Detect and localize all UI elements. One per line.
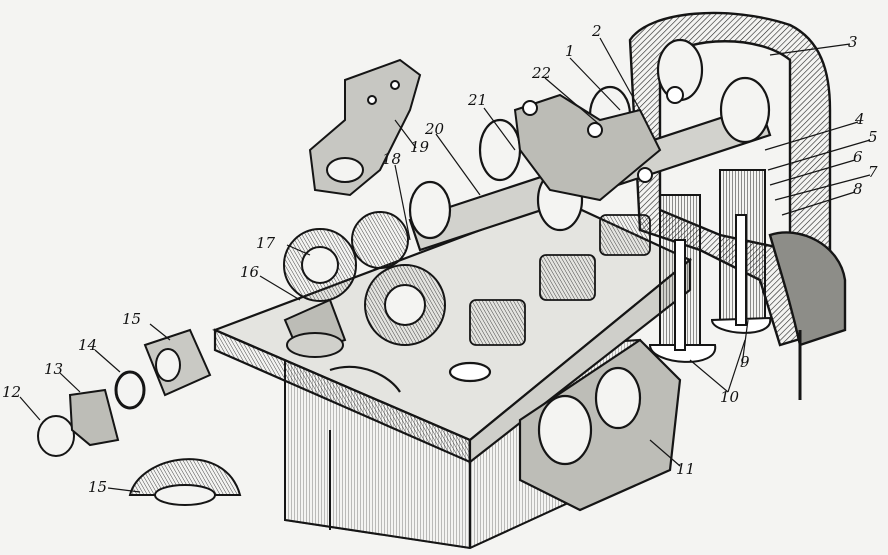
- label-4: 4: [855, 110, 865, 128]
- label-7: 7: [868, 163, 878, 181]
- exploded-parts: [37, 328, 212, 457]
- bearing-cap-part: [308, 58, 422, 197]
- label-20: 20: [425, 120, 445, 138]
- bevel-gear: [128, 458, 242, 506]
- label-5: 5: [868, 128, 878, 146]
- label-22: 22: [532, 64, 552, 82]
- label-17: 17: [256, 234, 276, 252]
- label-11: 11: [676, 460, 696, 478]
- label-8: 8: [853, 180, 863, 198]
- label-2: 2: [592, 22, 602, 40]
- valve-assembly: [648, 169, 802, 400]
- label-15-bottom: 15: [88, 478, 108, 496]
- label-16: 16: [240, 263, 260, 281]
- label-13: 13: [44, 360, 64, 378]
- valve-springs: [469, 214, 651, 346]
- label-9: 9: [740, 353, 750, 371]
- label-12: 12: [2, 383, 22, 401]
- label-18: 18: [382, 150, 402, 168]
- label-6: 6: [853, 148, 863, 166]
- gear-train: [283, 211, 446, 358]
- bearing-caps: [513, 86, 684, 202]
- label-15-top: 15: [122, 310, 142, 328]
- leader-lines: [19, 37, 871, 493]
- label-3: 3: [848, 33, 858, 51]
- port-casting: [518, 338, 682, 512]
- label-10: 10: [720, 388, 740, 406]
- label-19: 19: [410, 138, 430, 156]
- label-21: 21: [468, 91, 488, 109]
- label-1: 1: [565, 42, 575, 60]
- label-14: 14: [78, 336, 98, 354]
